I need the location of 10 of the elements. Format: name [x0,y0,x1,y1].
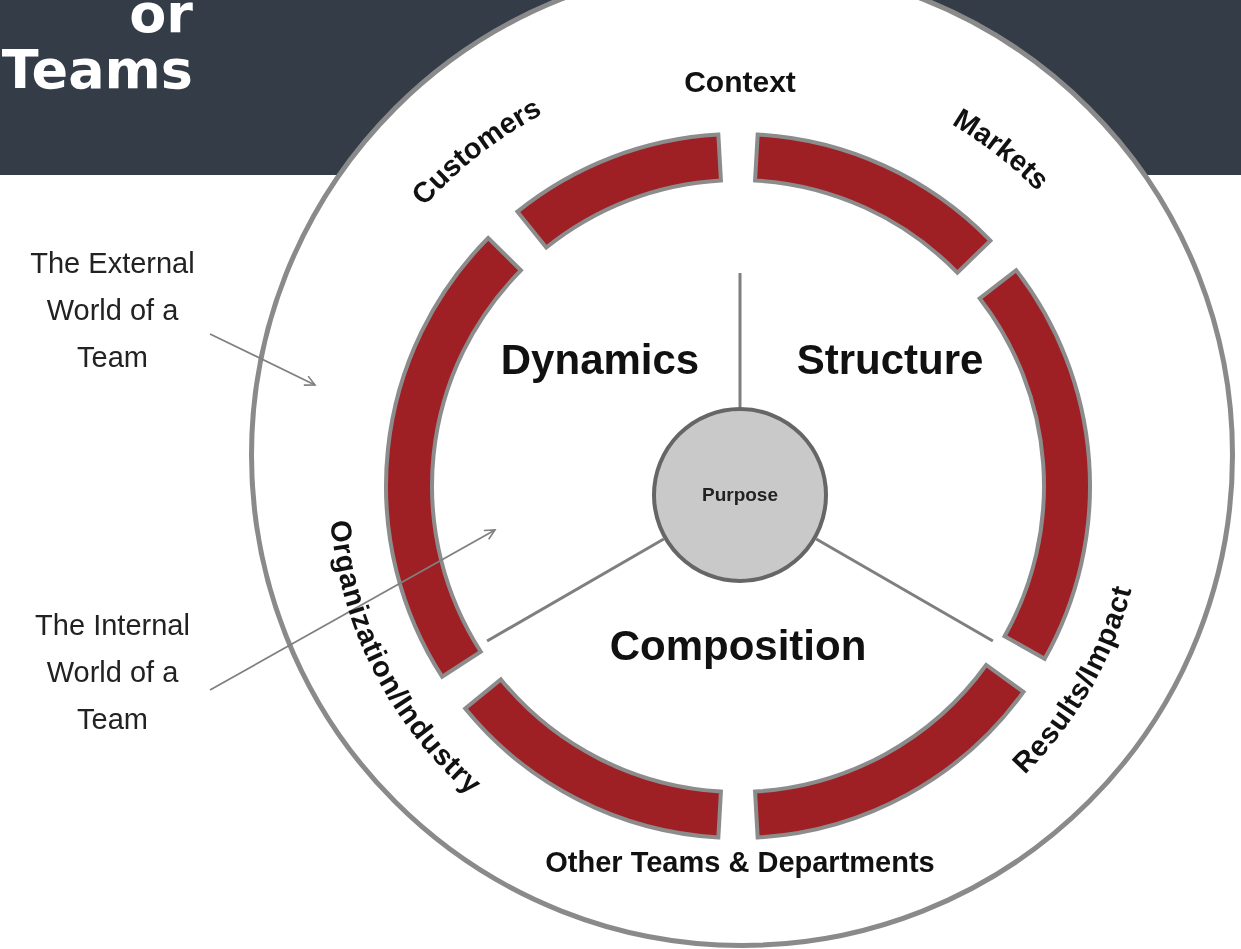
leader-note: The Internal World of a Team [15,600,210,744]
title: or Teams [0,0,193,98]
ring-label: Context [684,65,796,99]
section-label: Structure [796,336,984,384]
ring-label: Other Teams & Departments [545,845,935,879]
section-label: Dynamics [500,336,700,384]
section-label: Composition [609,622,867,670]
center-label: Purpose [702,484,778,506]
leader-arrow [209,333,316,386]
leader-note: The External World of a Team [15,238,210,382]
